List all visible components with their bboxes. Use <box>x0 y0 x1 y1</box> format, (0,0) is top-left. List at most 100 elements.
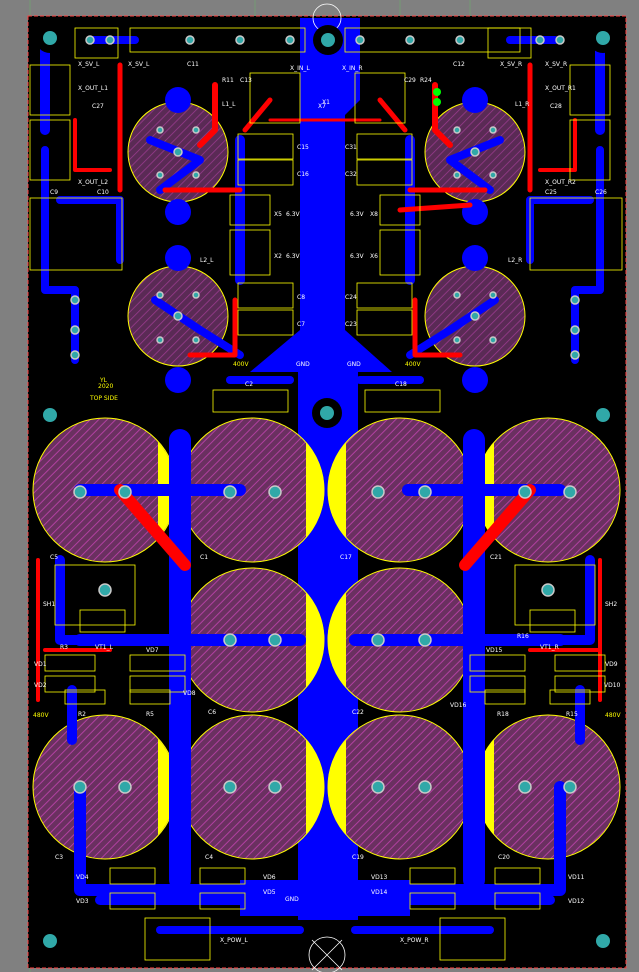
label-c22: C22 <box>352 709 364 716</box>
label-vd7: VD7 <box>146 647 159 654</box>
label-c20: C20 <box>498 854 510 861</box>
label-c12: C12 <box>453 61 465 68</box>
mounting-hole-center-icon <box>312 398 342 428</box>
label-x-in-l: X_IN_L <box>290 65 310 72</box>
label-c10: C10 <box>97 189 109 196</box>
label-r18: R18 <box>497 711 509 718</box>
tube-sockets <box>127 87 526 393</box>
label-net-6v3-3: 6.3V <box>350 211 364 218</box>
label-sh1: SH1 <box>43 601 56 608</box>
label-net-480v-l: 480V <box>33 712 49 719</box>
label-net-gnd-2: GND <box>347 361 361 368</box>
label-x6: X6 <box>370 253 378 260</box>
label-l2-l: L2_L <box>200 257 214 264</box>
cap-c19 <box>327 714 473 860</box>
label-x-pow-l: X_POW_L <box>220 937 248 944</box>
label-c2: C2 <box>245 381 254 388</box>
label-c24: C24 <box>345 294 357 301</box>
label-c26: C26 <box>595 189 607 196</box>
label-x-out-r2: X_OUT_R2 <box>545 179 576 186</box>
label-vt1-r: VT1_R <box>540 644 559 651</box>
label-c32: C32 <box>345 171 357 178</box>
label-x-in-r: X_IN_R <box>342 65 363 72</box>
label-vd16: VD16 <box>450 702 467 709</box>
mounting-hole-top-center-icon <box>313 25 343 55</box>
label-vd10: VD10 <box>604 682 621 689</box>
label-net-6v3-2: 6.3V <box>286 253 300 260</box>
label-vd14: VD14 <box>371 889 388 896</box>
label-vd13: VD13 <box>371 874 388 881</box>
mounting-hole-bottom-right-icon <box>588 926 618 956</box>
label-c5: C5 <box>50 554 59 561</box>
label-x1: X1 <box>322 99 330 106</box>
label-net-gnd-3: GND <box>285 896 299 903</box>
cap-c1 <box>179 417 325 563</box>
label-c13: C13 <box>240 77 252 84</box>
label-r11: R11 <box>222 77 234 84</box>
label-vd6: VD6 <box>263 874 276 881</box>
cap-c3 <box>32 714 178 860</box>
label-sh2: SH2 <box>605 601 618 608</box>
label-vd8: VD8 <box>183 690 196 697</box>
label-net-6v3-4: 6.3V <box>350 253 364 260</box>
crosshair-icon <box>308 3 346 972</box>
label-c11: C11 <box>187 61 199 68</box>
label-l2-r: L2_R <box>508 257 523 264</box>
label-c27: C27 <box>92 103 104 110</box>
label-c29: C29 <box>404 77 416 84</box>
label-vd1: VD1 <box>34 661 47 668</box>
label-vt1-l: VT1_L <box>95 644 113 651</box>
label-c8: C8 <box>297 294 306 301</box>
mounting-hole-bottom-left-icon <box>35 926 65 956</box>
label-c1: C1 <box>200 554 209 561</box>
label-side: TOP SIDE <box>90 395 118 402</box>
label-x-sv-r-2: X_SV_R <box>545 61 568 68</box>
label-c3: C3 <box>55 854 64 861</box>
label-author: YL <box>100 377 108 384</box>
label-x7: X7 <box>318 103 326 110</box>
bottom-copper-traces-upper <box>73 62 577 358</box>
label-c15: C15 <box>297 144 309 151</box>
mounting-hole-mid-right-icon <box>588 400 618 430</box>
label-x-sv-l-2: X_SV_L <box>128 61 150 68</box>
label-x-pow-r: X_POW_R <box>400 937 429 944</box>
label-net-400v-2: 400V <box>405 361 421 368</box>
label-x-sv-l: X_SV_L <box>78 61 100 68</box>
label-x-out-l1: X_OUT_L1 <box>78 85 109 92</box>
label-r15: R15 <box>566 711 578 718</box>
label-r5: R5 <box>146 711 154 718</box>
label-c21: C21 <box>490 554 502 561</box>
label-c18: C18 <box>395 381 407 388</box>
label-c23: C23 <box>345 321 357 328</box>
label-net-400v-1: 400V <box>233 361 249 368</box>
label-net-gnd-1: GND <box>296 361 310 368</box>
component-outlines <box>29 27 623 961</box>
label-c6: C6 <box>208 709 217 716</box>
label-x-out-r1: X_OUT_R1 <box>545 85 576 92</box>
mounting-hole-mid-left-icon <box>35 400 65 430</box>
label-c31: C31 <box>345 144 357 151</box>
top-copper-traces <box>55 429 595 934</box>
label-x5: X5 <box>274 211 282 218</box>
label-x2: X2 <box>274 253 282 260</box>
label-r24: R24 <box>420 77 432 84</box>
label-vd4: VD4 <box>76 874 89 881</box>
via-dots <box>70 35 580 794</box>
label-l1-l: L1_L <box>222 101 236 108</box>
label-r16: R16 <box>517 633 529 640</box>
label-vd12: VD12 <box>568 898 585 905</box>
label-vd15: VD15 <box>486 647 503 654</box>
mounting-hole-top-right-icon <box>588 23 618 53</box>
label-c17: C17 <box>340 554 352 561</box>
label-net-6v3-1: 6.3V <box>286 211 300 218</box>
cap-c20 <box>475 714 621 860</box>
label-vd5: VD5 <box>263 889 276 896</box>
label-c4: C4 <box>205 854 214 861</box>
label-x-sv-r: X_SV_R <box>500 61 523 68</box>
label-vd3: VD3 <box>76 898 89 905</box>
label-net-480v-r: 480V <box>605 712 621 719</box>
bottom-copper-traces-lower <box>36 484 602 702</box>
label-r2: R2 <box>78 711 86 718</box>
